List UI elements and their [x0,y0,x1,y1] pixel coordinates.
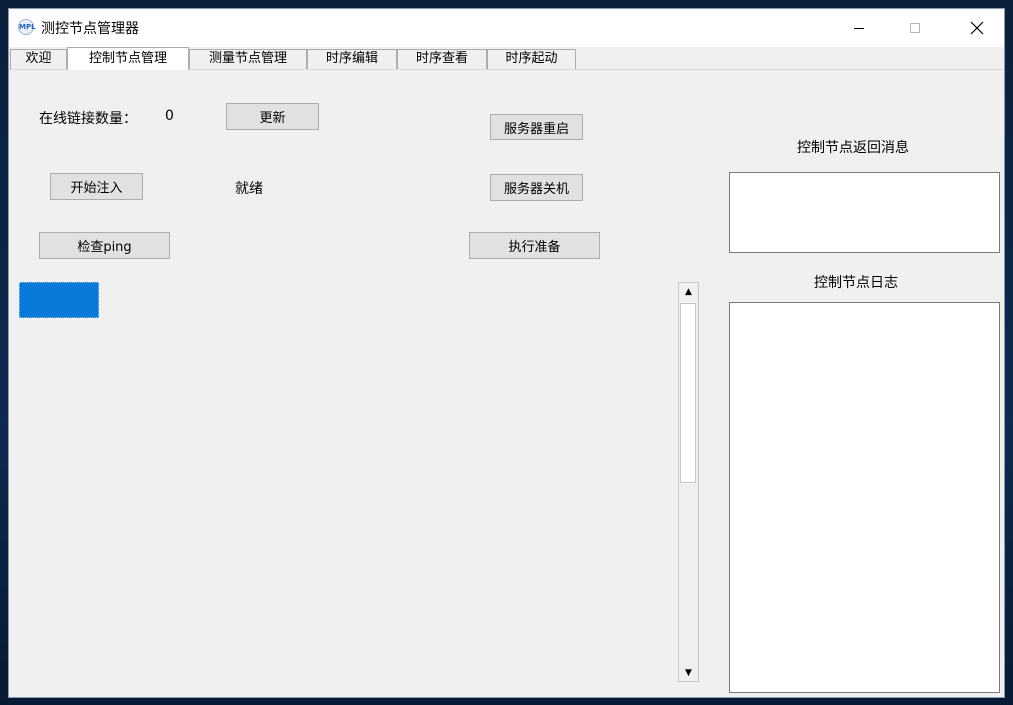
execute-prepare-button[interactable]: 执行准备 [469,232,600,259]
status-text: 就绪 [235,181,263,197]
tab-control-node[interactable]: 控制节点管理 [67,47,189,70]
maximize-icon [910,23,920,33]
tab-bar: 欢迎 控制节点管理 测量节点管理 时序编辑 时序查看 时序起动 [9,47,1004,70]
close-icon [970,21,984,35]
online-count-label: 在线链接数量： [39,111,137,127]
title-bar[interactable]: MPL 测控节点管理器 [9,9,1004,47]
server-restart-button[interactable]: 服务器重启 [490,114,583,140]
check-ping-button[interactable]: 检查ping [39,232,170,259]
window-title: 测控节点管理器 [41,21,139,37]
scrollbar-thumb[interactable] [680,303,696,483]
server-shutdown-button[interactable]: 服务器关机 [490,174,583,201]
tab-welcome[interactable]: 欢迎 [10,49,67,69]
log-textbox[interactable] [729,302,1000,693]
status-indicator-block [19,282,99,318]
app-window: MPL 测控节点管理器 欢迎 控制节点管理 测量节点管理 时序编辑 时序查看 时… [8,8,1005,698]
online-count-value: 0 [165,108,174,124]
scroll-up-arrow-icon[interactable]: ▲ [685,286,692,297]
tab-sequence-edit[interactable]: 时序编辑 [307,49,397,69]
minimize-button[interactable] [836,9,882,47]
minimize-icon [854,27,864,29]
control-node-panel: 在线链接数量： 0 更新 服务器重启 开始注入 就绪 服务器关机 检查ping … [9,69,1004,697]
start-inject-button[interactable]: 开始注入 [50,173,143,200]
maximize-button[interactable] [892,9,938,47]
refresh-button[interactable]: 更新 [226,103,319,130]
return-message-title: 控制节点返回消息 [797,140,909,156]
app-logo-icon: MPL [18,19,36,35]
tab-sequence-view[interactable]: 时序查看 [397,49,487,69]
return-message-textbox[interactable] [729,172,1000,253]
scroll-down-arrow-icon[interactable]: ▼ [685,667,692,678]
close-button[interactable] [954,9,1000,47]
log-title: 控制节点日志 [814,275,898,291]
tab-measure-node[interactable]: 测量节点管理 [189,49,307,69]
vertical-scrollbar[interactable]: ▲ ▼ [678,282,699,682]
tab-sequence-start[interactable]: 时序起动 [487,49,576,69]
